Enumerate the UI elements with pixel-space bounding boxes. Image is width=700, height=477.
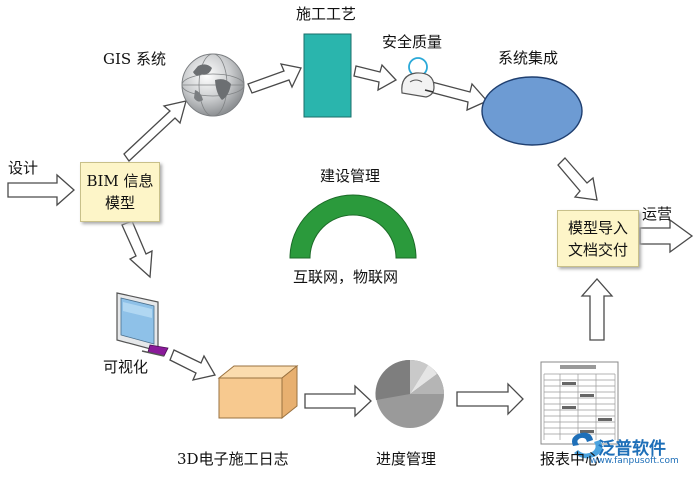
construction-management-arch xyxy=(289,194,417,259)
report-sheet-icon xyxy=(540,361,619,445)
globe-icon xyxy=(181,53,245,117)
arrow-visualization-to-log xyxy=(169,349,217,381)
arrow-integration-to-import xyxy=(557,157,598,201)
arrow-bim-to-gis xyxy=(123,100,187,162)
monitor-icon xyxy=(116,292,169,357)
system-integration-label: 系统集成 xyxy=(498,49,559,67)
bim-model-line2: 模型 xyxy=(104,194,135,212)
daily-log-label: 3D电子施工日志 xyxy=(177,450,289,468)
internet-iot-label: 互联网，物联网 xyxy=(293,268,399,286)
progress-label: 进度管理 xyxy=(376,450,437,468)
daily-log-cube xyxy=(217,364,299,420)
arrow-progress-to-report xyxy=(456,382,524,416)
safety-quality-label: 安全质量 xyxy=(382,33,443,51)
model-import-line1: 模型导入 xyxy=(567,218,628,237)
construction-management-title: 建设管理 xyxy=(320,167,381,185)
watermark-brand: 泛普软件 xyxy=(598,439,666,459)
system-integration-ellipse xyxy=(481,76,583,146)
gis-label: GIS 系统 xyxy=(103,50,166,68)
brand-logo-icon xyxy=(572,432,603,459)
arrow-safety-to-integration xyxy=(429,81,489,112)
arrow-process-to-safety xyxy=(353,63,398,92)
bim-model-box: BIM 信息 模型 xyxy=(80,162,160,222)
arrow-report-to-import xyxy=(580,278,614,341)
bim-model-line1: BIM 信息 xyxy=(86,172,154,190)
arrow-bim-to-visualization xyxy=(121,220,153,279)
model-import-line2: 文档交付 xyxy=(567,240,628,259)
arrow-log-to-progress xyxy=(304,384,372,418)
model-import-box: 模型导入 文档交付 xyxy=(557,210,639,267)
arrow-import-to-operations xyxy=(639,218,694,254)
operations-label: 运营 xyxy=(642,205,673,223)
worker-icon xyxy=(401,57,435,98)
watermark-url: www.fanpusoft.com xyxy=(590,456,679,466)
design-label: 设计 xyxy=(8,159,39,177)
construction-process-block xyxy=(303,33,352,118)
arrow-gis-to-process xyxy=(247,63,302,94)
report-center-label: 报表中心 xyxy=(540,450,601,468)
pie-chart-icon xyxy=(375,359,444,428)
construction-process-label: 施工工艺 xyxy=(296,5,357,23)
arrow-design-to-bim xyxy=(7,173,75,207)
visualization-label: 可视化 xyxy=(103,358,149,376)
